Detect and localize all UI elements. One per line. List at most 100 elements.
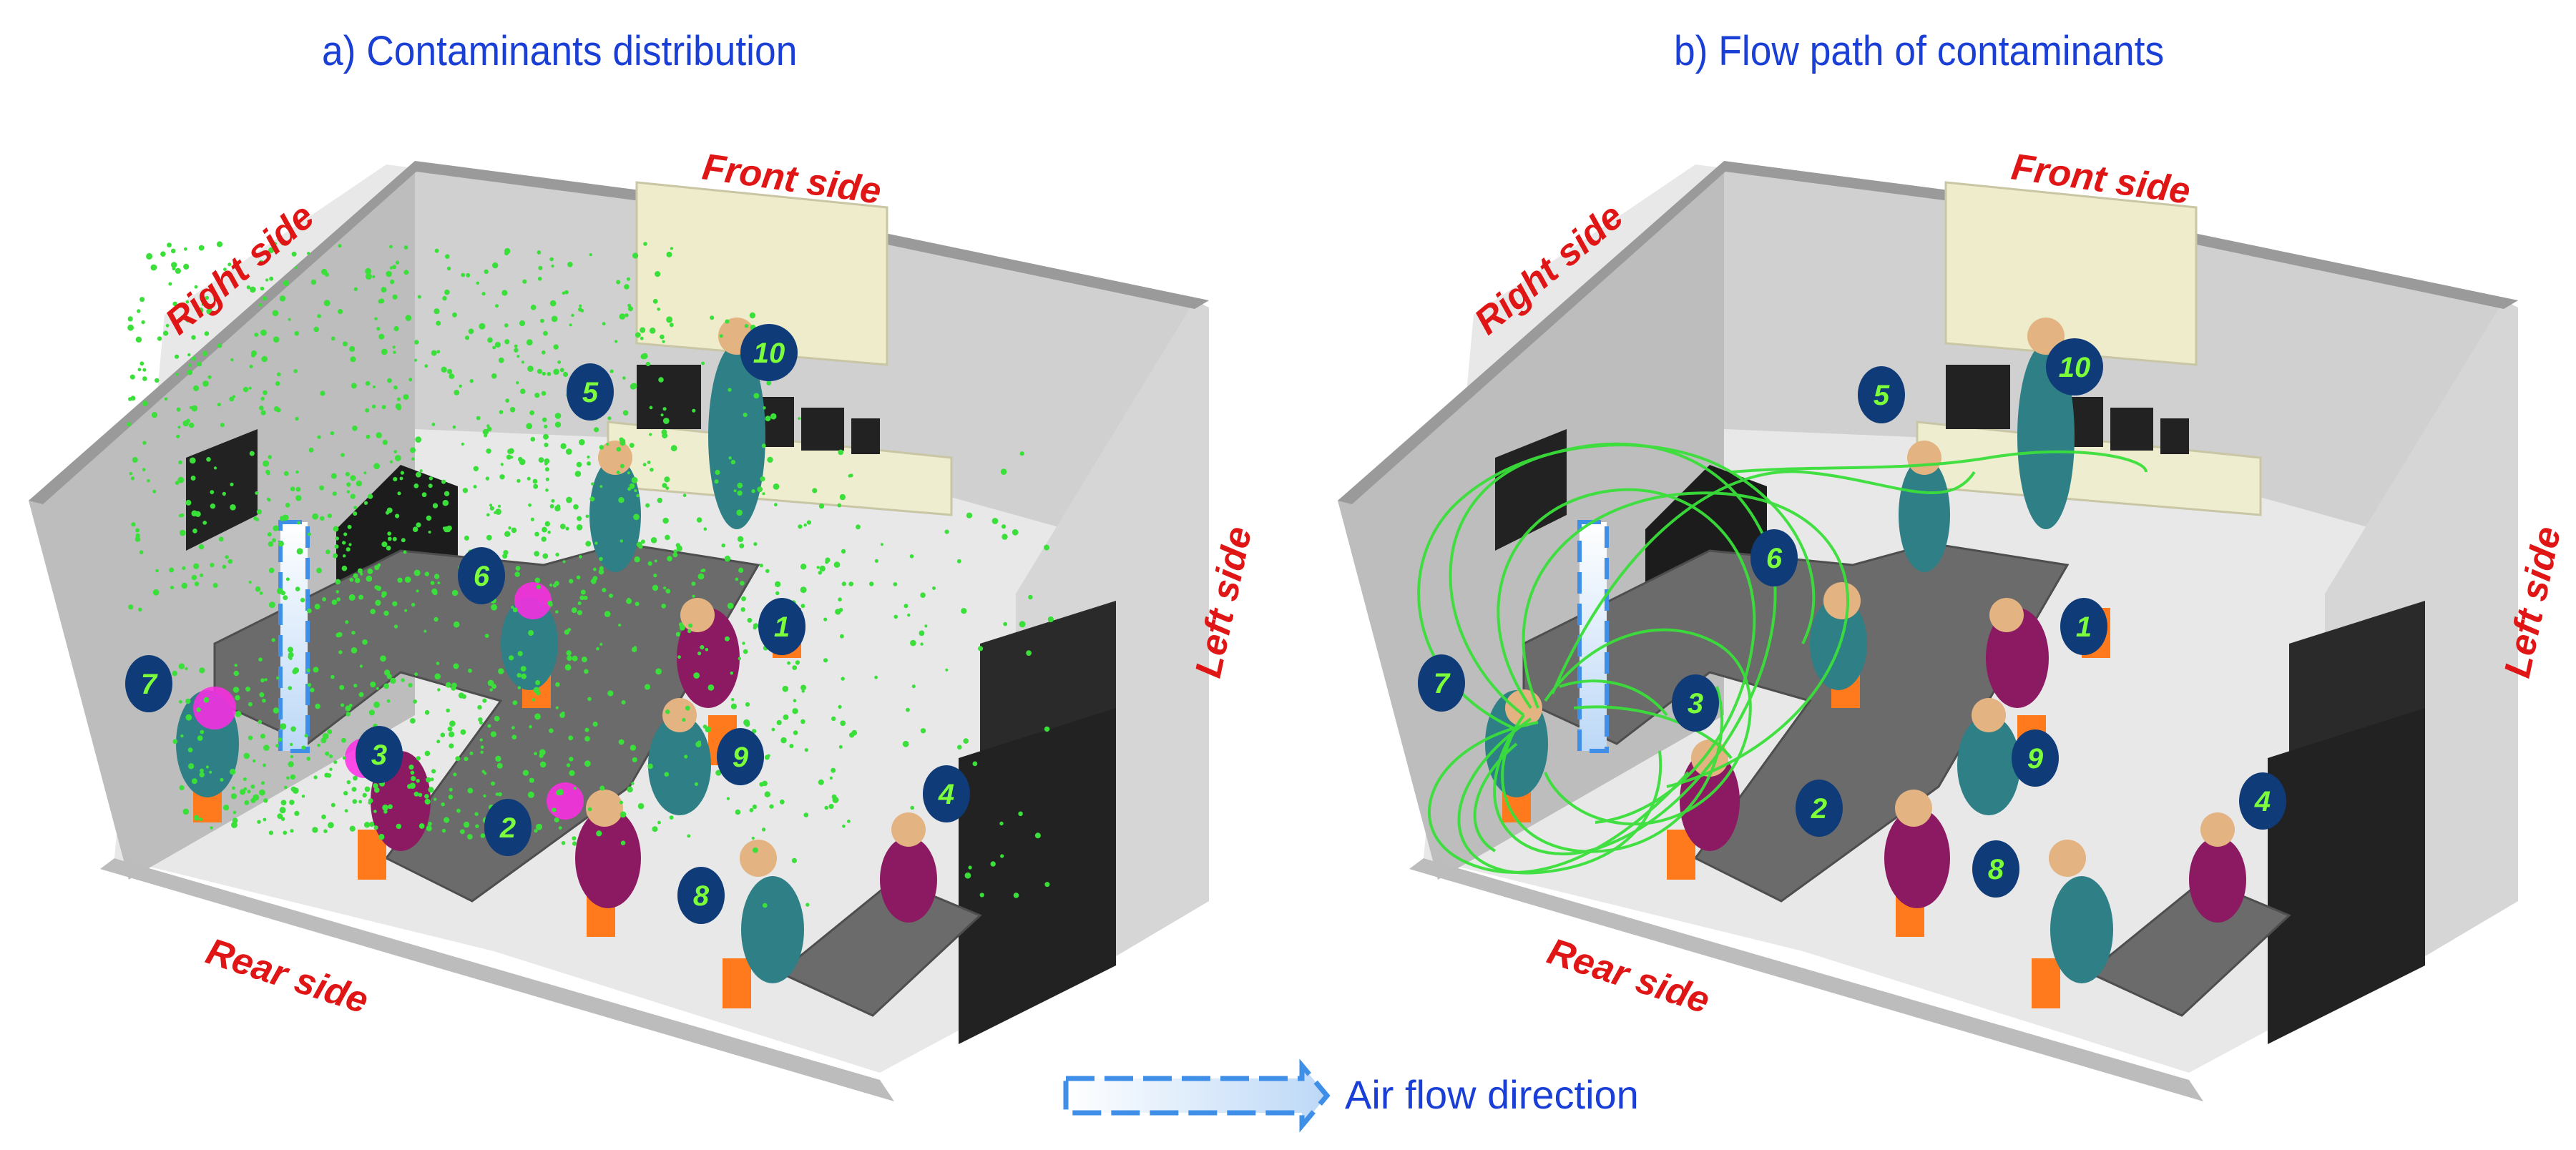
contaminant-particle [284, 785, 288, 790]
contaminant-particle [573, 504, 579, 510]
contaminant-particle [673, 549, 677, 554]
contaminant-particle [728, 456, 732, 460]
contaminant-particle [584, 760, 591, 767]
contaminant-particle [449, 731, 455, 737]
svg-text:5: 5 [582, 377, 599, 408]
contaminant-particle [766, 380, 772, 385]
contaminant-particle [800, 684, 806, 691]
contaminant-particle [353, 511, 358, 516]
contaminant-particle [662, 433, 668, 439]
contaminant-particle [441, 802, 445, 807]
contaminant-particle [351, 383, 357, 389]
contaminant-particle [451, 589, 459, 596]
contaminant-particle [643, 242, 647, 246]
contaminant-particle [725, 636, 730, 642]
contaminant-particle [753, 393, 760, 399]
contaminant-particle [139, 361, 145, 366]
contaminant-particle [271, 638, 275, 642]
contaminant-particle [687, 834, 691, 838]
contaminant-particle [444, 289, 450, 295]
contaminant-particle [599, 785, 605, 791]
contaminant-particle [205, 765, 209, 769]
contaminant-particle [250, 353, 255, 358]
contaminant-particle [453, 621, 460, 628]
contaminant-particle [554, 505, 561, 512]
contaminant-particle [692, 408, 696, 413]
contaminant-particle [833, 561, 841, 568]
contaminant-particle [255, 586, 261, 592]
contaminant-particle [534, 577, 541, 584]
contaminant-particle [544, 443, 549, 448]
contaminant-particle [459, 384, 462, 388]
contaminant-particle [368, 801, 372, 805]
contaminant-particle [581, 657, 587, 663]
contaminant-particle [396, 406, 402, 411]
contaminant-particle [738, 657, 742, 660]
contaminant-particle [129, 472, 132, 476]
contaminant-particle [461, 442, 464, 446]
contaminant-particle [728, 388, 732, 392]
contaminant-particle [534, 752, 537, 756]
contaminant-particle [549, 300, 557, 307]
contaminant-particle [163, 330, 169, 336]
contaminant-particle [273, 336, 280, 343]
contaminant-particle [880, 543, 883, 546]
contaminant-particle [824, 805, 828, 810]
contaminant-particle [737, 482, 743, 488]
contaminant-particle [634, 556, 640, 563]
contaminant-particle [389, 279, 395, 285]
contaminant-particle [268, 455, 273, 459]
contaminant-particle [744, 721, 750, 727]
contaminant-particle [495, 304, 499, 308]
contaminant-particle [279, 807, 286, 814]
contaminant-particle [527, 365, 534, 372]
contaminant-particle [418, 823, 425, 829]
contaminant-particle [530, 305, 537, 310]
contaminant-particle [519, 320, 526, 327]
contaminant-particle [506, 454, 511, 460]
contaminant-particle [1000, 854, 1004, 858]
contaminant-particle [353, 573, 358, 579]
contaminant-particle [424, 571, 429, 576]
contaminant-particle [585, 541, 592, 547]
panel-b-title: b) Flow path of contaminants [1674, 28, 2165, 74]
contaminant-particle [571, 607, 577, 614]
contaminant-particle [963, 738, 969, 744]
contaminant-particle [244, 800, 250, 805]
contaminant-particle [376, 432, 382, 438]
contaminant-particle [562, 371, 569, 378]
contaminant-particle [336, 597, 341, 601]
contaminant-particle [446, 266, 451, 271]
contaminant-particle [652, 826, 658, 832]
contaminant-particle [536, 691, 541, 696]
contaminant-particle [495, 755, 501, 762]
contaminant-particle [512, 607, 518, 613]
contaminant-particle [514, 348, 519, 353]
contaminant-particle [310, 279, 317, 285]
contaminant-particle [838, 597, 842, 601]
contaminant-particle [343, 532, 348, 536]
contaminant-particle [389, 266, 393, 270]
contaminant-particle [499, 474, 505, 480]
contaminant-particle [358, 800, 363, 804]
contaminant-particle [202, 350, 208, 356]
contaminant-particle [710, 315, 715, 320]
contaminant-particle [840, 720, 846, 727]
contaminant-particle [587, 461, 592, 466]
contaminant-particle [330, 336, 336, 341]
contaminant-particle [649, 406, 653, 410]
contaminant-particle [198, 544, 205, 550]
contaminant-particle [432, 503, 439, 508]
contaminant-particle [517, 651, 523, 657]
contaminant-particle [825, 560, 829, 564]
contaminant-particle [177, 426, 181, 429]
contaminant-particle [666, 316, 673, 323]
contaminant-particle [467, 834, 473, 840]
contaminant-particle [185, 714, 192, 721]
contaminant-particle [510, 456, 514, 459]
contaminant-particle [307, 683, 312, 687]
contaminant-particle [180, 513, 185, 518]
contaminant-particle [501, 290, 508, 296]
contaminant-particle [189, 406, 192, 409]
contaminant-particle [545, 477, 549, 481]
